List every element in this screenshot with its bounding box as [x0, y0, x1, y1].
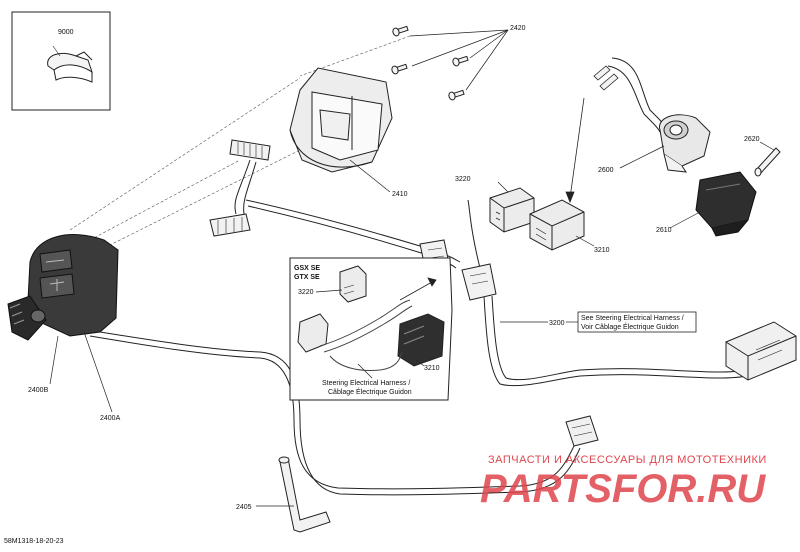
connector-part-3210	[529, 199, 585, 251]
callout-box	[577, 311, 697, 333]
inset-title-gtx: GTX SE	[294, 274, 320, 281]
arrow-to-3210	[565, 97, 585, 204]
figure-id: 58M1318-18-20-23	[4, 538, 64, 545]
inset-caption-2: Câblage Électrique Guidon	[328, 387, 412, 396]
label-3210: 3210	[594, 247, 610, 254]
label-2410: 2410	[392, 191, 408, 198]
connector-part-3220	[489, 187, 535, 233]
screws-2420	[391, 25, 469, 101]
wiring-harness	[87, 57, 763, 496]
housing-part-2410	[289, 67, 393, 173]
watermark-logo: PARTSFOR.RU	[480, 467, 766, 511]
leader-2620	[759, 141, 775, 151]
leader-2600	[619, 145, 665, 169]
leader-2410	[349, 159, 391, 193]
callout-line-2: Voir Câblage Électrique Guidon	[581, 322, 679, 331]
inset-label-3220: 3220	[298, 289, 314, 296]
inset-arrow	[399, 277, 437, 301]
part-labels: 9000 2420 2410 3220 3210 2600 2620 2610 …	[4, 25, 760, 545]
connector-plugs-left	[209, 139, 271, 237]
label-2400B: 2400B	[28, 387, 49, 394]
label-2600: 2600	[598, 167, 614, 174]
leaders-2420	[409, 29, 509, 91]
watermark-line1: ЗАПЧАСТИ И АКСЕССУАРЫ ДЛЯ МОТОТЕХНИКИ	[488, 454, 767, 466]
watermark: ЗАПЧАСТИ И АКСЕССУАРЫ ДЛЯ МОТОТЕХНИКИ PA…	[480, 454, 767, 511]
inset-caption-1: Steering Electrical Harness /	[322, 380, 410, 387]
label-2620: 2620	[744, 136, 760, 143]
detail-box-9000	[11, 11, 111, 111]
inset-harness	[319, 299, 413, 371]
leader-3210	[575, 235, 595, 247]
label-3200: 3200	[549, 320, 565, 327]
leader-3220	[497, 181, 509, 193]
label-2420: 2420	[510, 25, 526, 32]
cap-part-2610	[695, 171, 757, 237]
label-3220: 3220	[455, 176, 471, 183]
callout-line-1: See Steering Electrical Harness /	[581, 315, 684, 322]
label-2610: 2610	[656, 227, 672, 234]
label-2400A: 2400A	[100, 415, 121, 422]
label-2405: 2405	[236, 504, 252, 511]
handlebar-switch-2400	[7, 234, 119, 341]
pin-part-2620	[754, 147, 781, 177]
inset-label-3210: 3210	[424, 365, 440, 372]
switch-part-2600	[659, 114, 711, 173]
inset-title-gsx: GSX SE	[294, 265, 320, 272]
wire-tips-2600	[593, 65, 619, 91]
inset-leaders	[315, 289, 425, 379]
leaders-2400	[49, 331, 113, 413]
leader-2610	[669, 211, 701, 229]
label-9000: 9000	[58, 29, 74, 36]
connector-part-3200	[725, 321, 797, 381]
clip-part-9000	[47, 45, 93, 83]
plug-bottom	[565, 415, 599, 447]
tube-part-2405	[278, 456, 331, 533]
